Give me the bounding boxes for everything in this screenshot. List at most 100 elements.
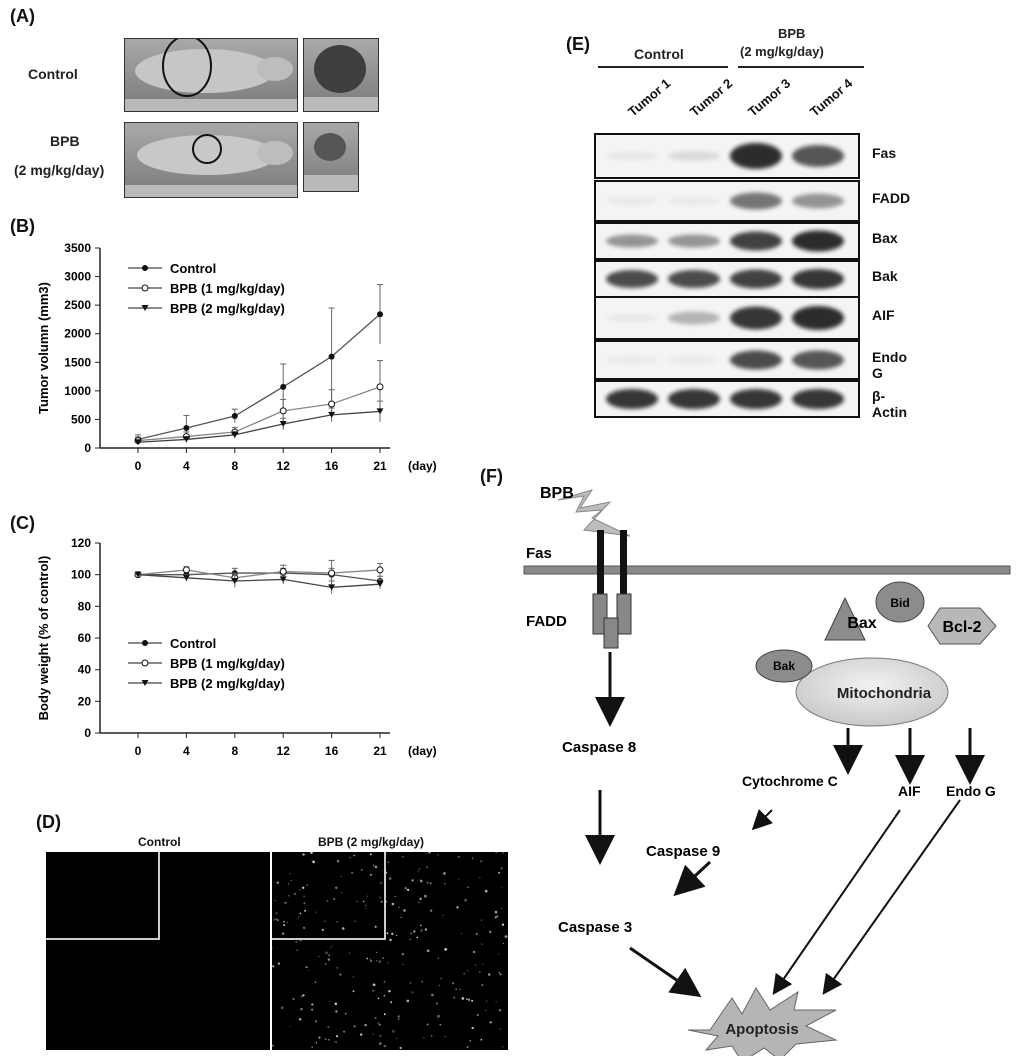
tunel-dot — [471, 1026, 474, 1030]
protein-band — [606, 197, 658, 205]
series-line — [138, 572, 381, 582]
bax-text: Bax — [847, 615, 876, 632]
tunel-dot — [463, 972, 466, 975]
tunel-dot — [343, 1030, 346, 1033]
tunel-dot — [474, 964, 477, 966]
tunel-dot — [425, 852, 427, 855]
tunel-dot — [326, 899, 329, 902]
tunel-dot — [420, 924, 422, 927]
tunel-dot — [467, 970, 469, 972]
protein-label: Bax — [872, 230, 898, 246]
tunel-dot — [298, 1018, 302, 1021]
tunel-dot — [352, 990, 355, 993]
tunel-dot — [289, 873, 291, 875]
apoptosis-pathway-diagram: BPB Fas FADD Bid Bax Bcl-2 Bak Mitochond… — [523, 485, 1011, 1056]
protein-label: Fas — [872, 145, 897, 161]
protein-band — [606, 314, 658, 322]
tunel-dot — [444, 948, 448, 951]
tunel-dot — [306, 884, 308, 886]
tunel-dot — [418, 868, 421, 870]
tunel-dot — [431, 1035, 433, 1037]
protein-band — [730, 350, 782, 370]
tunel-dot — [391, 1029, 395, 1033]
tunel-dot — [383, 1013, 386, 1016]
data-point — [182, 436, 190, 443]
tunel-dot — [335, 1041, 338, 1044]
tunel-dot — [401, 952, 404, 956]
tunel-dot — [423, 1037, 425, 1039]
tunel-dot — [494, 910, 498, 914]
tunel-dot — [467, 998, 471, 1002]
tunel-dot — [283, 920, 285, 923]
tunel-dot — [369, 959, 372, 963]
tunel-dot — [481, 984, 484, 986]
tunel-dot — [480, 1038, 483, 1041]
tunel-dot — [395, 934, 398, 937]
arrow-endog-apoptosis — [822, 799, 961, 995]
series-line — [137, 313, 381, 441]
tunel-dot — [333, 897, 336, 901]
tunel-dot — [418, 901, 420, 904]
x-tick-label: 16 — [325, 459, 339, 473]
protein-band — [730, 192, 782, 210]
tunel-dot — [396, 1038, 398, 1040]
tunel-dot — [328, 1039, 330, 1041]
y-tick-label: 0 — [84, 441, 91, 455]
tunel-dot — [502, 852, 504, 854]
bax-triangle — [824, 596, 866, 641]
bid-shape — [875, 581, 925, 623]
endog-text: Endo G — [946, 783, 996, 799]
protein-band — [668, 311, 720, 325]
tunel-dot — [397, 1018, 400, 1020]
tunel-dot — [480, 919, 483, 921]
legend-marker — [141, 680, 149, 686]
tunel-dot — [452, 982, 455, 985]
aif-text: AIF — [898, 783, 921, 799]
bpb-group-line — [738, 66, 864, 68]
y-tick-label: 0 — [84, 726, 91, 740]
tunel-dot — [308, 969, 310, 971]
tunel-dot — [426, 949, 430, 953]
tunel-dot — [496, 915, 499, 918]
tunel-dot — [348, 952, 350, 954]
tunel-dot — [289, 1025, 291, 1028]
legend-entry: BPB (2 mg/kg/day) — [170, 676, 285, 691]
tunel-dot — [376, 960, 378, 962]
tunel-dot — [277, 962, 281, 965]
data-point — [231, 413, 238, 419]
tunel-dot — [336, 921, 338, 923]
tunel-dot — [402, 963, 404, 965]
y-tick-label: 500 — [71, 412, 91, 426]
tunel-dot — [388, 989, 391, 993]
tunel-dot — [459, 988, 461, 990]
tunel-dot — [467, 886, 469, 889]
legend-marker — [141, 659, 149, 667]
y-tick-label: 2000 — [64, 327, 91, 341]
arrow-casp3-apoptosis — [629, 946, 702, 998]
tunel-dot — [301, 886, 305, 890]
data-point — [231, 431, 239, 438]
x-tick-label: 0 — [135, 459, 142, 473]
tunel-dot — [411, 879, 414, 882]
bcl2-text: Bcl-2 — [942, 619, 981, 636]
protein-band — [792, 193, 844, 209]
tunel-dot — [374, 865, 378, 869]
tunel-dot — [427, 1023, 429, 1025]
fadd-text: FADD — [526, 613, 567, 630]
y-tick-label: 120 — [71, 536, 91, 550]
bpb-tunel-image — [272, 852, 508, 1050]
tunel-dot — [341, 927, 345, 930]
tunel-dot — [419, 897, 422, 901]
bpb-tumor-photo — [303, 122, 359, 192]
protein-label: Endo G — [872, 349, 907, 381]
tunel-dot — [315, 1020, 317, 1023]
tunel-dot — [460, 933, 462, 935]
bid-text: Bid — [890, 596, 909, 610]
data-point — [328, 353, 335, 360]
tunel-dot — [335, 886, 338, 889]
tunel-dot — [324, 962, 327, 966]
tunel-dot — [378, 1023, 381, 1026]
tunel-dot — [383, 1044, 387, 1048]
protein-band — [792, 389, 844, 409]
tunel-dot — [482, 963, 484, 966]
